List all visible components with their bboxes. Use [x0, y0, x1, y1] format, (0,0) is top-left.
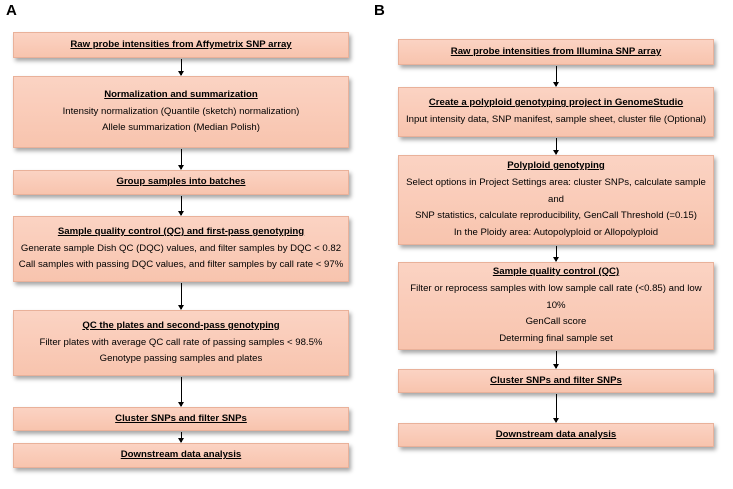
- flow-arrow: [553, 394, 559, 423]
- step-detail-line: GenCall score: [525, 316, 587, 328]
- step-detail-line: Intensity normalization (Quantile (sketc…: [62, 105, 300, 117]
- flow-arrow: [178, 59, 184, 76]
- panel-b-step-2: Create a polyploid genotyping project in…: [398, 87, 714, 137]
- panel-a-step-5: QC the plates and second-pass genotyping…: [13, 310, 349, 376]
- step-title: Polyploid genotyping: [507, 160, 605, 172]
- panel-b-step-6: Downstream data analysis: [398, 423, 714, 447]
- flow-arrow: [553, 138, 559, 155]
- panel-b-step-1: Raw probe intensities from Illumina SNP …: [398, 39, 714, 65]
- step-title: Cluster SNPs and filter SNPs: [115, 412, 247, 424]
- panel-a-step-4: Sample quality control (QC) and first-pa…: [13, 216, 349, 282]
- step-detail-line: Filter plates with average QC call rate …: [39, 336, 323, 348]
- step-detail-line: Determing final sample set: [499, 333, 613, 345]
- step-title: Sample quality control (QC) and first-pa…: [57, 225, 305, 237]
- panel-a-step-7: Downstream data analysis: [13, 443, 349, 468]
- panel-a-step-3: Group samples into batches: [13, 170, 349, 195]
- step-detail-line: Genotype passing samples and plates: [99, 353, 263, 365]
- step-detail-line: Filter or reprocess samples with low sam…: [410, 282, 702, 311]
- panel-b-label: B: [374, 2, 385, 19]
- step-detail-line: Input intensity data, SNP manifest, samp…: [405, 114, 707, 125]
- flow-arrow: [553, 66, 559, 87]
- step-title: Downstream data analysis: [495, 428, 617, 440]
- flow-arrow: [178, 283, 184, 310]
- step-title: QC the plates and second-pass genotyping: [82, 319, 280, 331]
- step-detail-line: In the Ploidy area: Autopolyploid or All…: [453, 227, 659, 239]
- step-detail-line: SNP statistics, calculate reproducibilit…: [415, 210, 697, 222]
- step-title: Cluster SNPs and filter SNPs: [490, 374, 622, 386]
- panel-a-step-6: Cluster SNPs and filter SNPs: [13, 407, 349, 431]
- panel-b-step-5: Cluster SNPs and filter SNPs: [398, 369, 714, 393]
- step-title: Downstream data analysis: [120, 449, 242, 461]
- step-detail-line: Call samples with passing DQC values, an…: [18, 259, 344, 271]
- flow-arrow: [178, 196, 184, 216]
- panel-a-step-1: Raw probe intensities from Affymetrix SN…: [13, 32, 349, 58]
- step-title: Raw probe intensities from Illumina SNP …: [450, 45, 662, 57]
- step-title: Group samples into batches: [116, 176, 246, 188]
- flow-arrow: [178, 377, 184, 407]
- step-detail-line: Allele summarization (Median Polish): [102, 122, 260, 134]
- flow-arrow: [553, 351, 559, 369]
- step-detail-line: Select options in Project Settings area:…: [406, 176, 706, 205]
- step-title: Sample quality control (QC): [492, 266, 620, 278]
- flow-arrow: [178, 432, 184, 443]
- step-title: Raw probe intensities from Affymetrix SN…: [70, 38, 292, 50]
- step-detail-line: Generate sample Dish QC (DQC) values, an…: [20, 242, 342, 254]
- panel-b-step-4: Sample quality control (QC) Filter or rep…: [398, 262, 714, 350]
- panel-a-label: A: [6, 2, 17, 19]
- step-title: Normalization and summarization: [104, 88, 258, 100]
- flow-arrow: [553, 246, 559, 262]
- flow-arrow: [178, 149, 184, 170]
- step-title: Create a polyploid genotyping project in…: [428, 97, 684, 109]
